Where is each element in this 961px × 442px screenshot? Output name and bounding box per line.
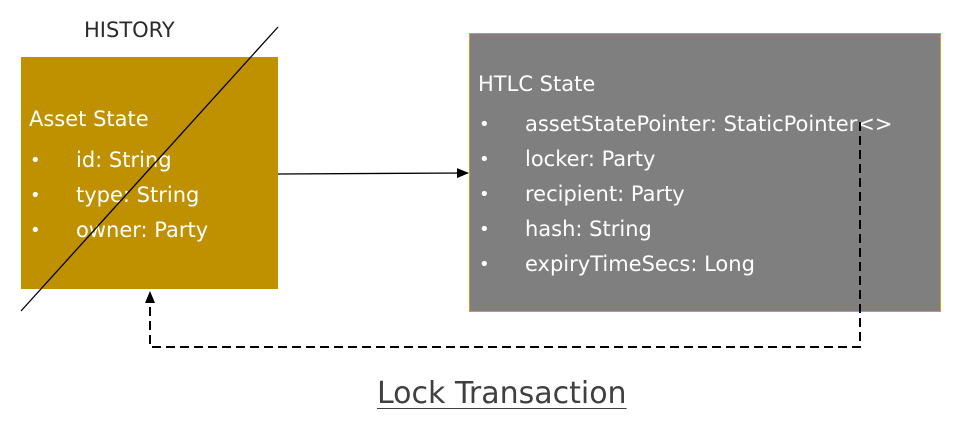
htlc-state-field: • expiryTimeSecs: Long: [478, 247, 893, 282]
htlc-state-box: HTLC State • assetStatePointer: StaticPoi…: [469, 33, 941, 312]
htlc-state-field-text: expiryTimeSecs: Long: [525, 252, 755, 276]
asset-state-field-text: id: String: [76, 148, 172, 172]
asset-state-field-text: type: String: [76, 183, 200, 207]
htlc-state-field: • recipient: Party: [478, 177, 893, 212]
asset-state-field: • id: String: [29, 143, 208, 178]
asset-state-field-text: owner: Party: [76, 218, 209, 242]
bullet-icon: •: [30, 220, 41, 241]
asset-state-box: Asset State • id: String • type: String • o…: [21, 57, 278, 289]
htlc-state-field: • assetStatePointer: StaticPointer<>: [478, 107, 893, 142]
bullet-icon: •: [30, 150, 41, 171]
htlc-state-field: • hash: String: [478, 212, 893, 247]
asset-state-field: • type: String: [29, 178, 208, 213]
htlc-state-field-text: recipient: Party: [525, 182, 685, 206]
bullet-icon: •: [479, 184, 490, 205]
htlc-state-field: • locker: Party: [478, 142, 893, 177]
diagram-caption: Lock Transaction: [377, 376, 627, 411]
htlc-state-title: HTLC State: [478, 72, 596, 96]
htlc-state-field-text: locker: Party: [525, 147, 656, 171]
asset-state-title: Asset State: [29, 107, 149, 131]
bullet-icon: •: [479, 254, 490, 275]
htlc-state-field-list: • assetStatePointer: StaticPointer<> • loc…: [478, 107, 893, 282]
transition-arrow: [277, 168, 469, 179]
bullet-icon: •: [479, 219, 490, 240]
htlc-state-field-text: hash: String: [525, 217, 652, 241]
bullet-icon: •: [30, 185, 41, 206]
htlc-state-field-text: assetStatePointer: StaticPointer<>: [525, 112, 893, 136]
bullet-icon: •: [479, 114, 490, 135]
asset-state-field: • owner: Party: [29, 213, 208, 248]
history-label: HISTORY: [84, 18, 175, 42]
bullet-icon: •: [479, 149, 490, 170]
asset-state-field-list: • id: String • type: String • owner: Party: [29, 143, 208, 248]
